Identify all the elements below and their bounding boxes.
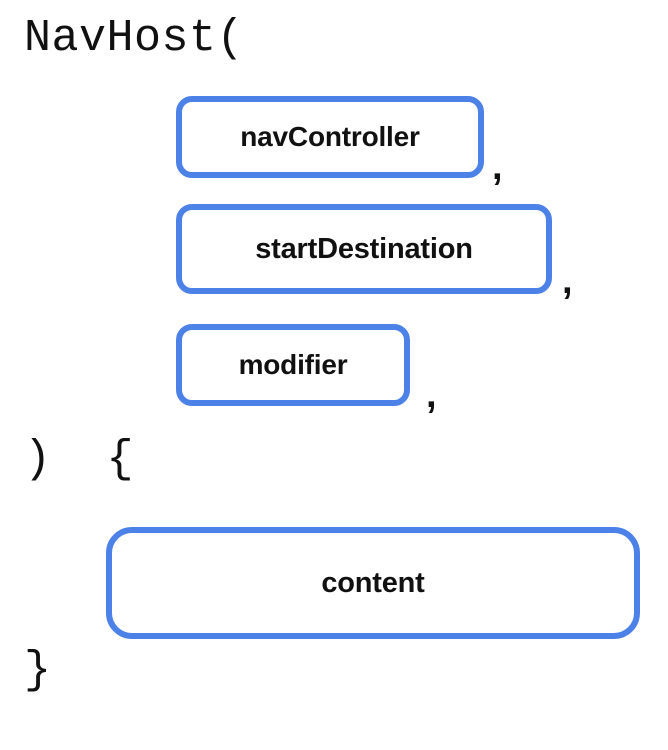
content-lambda-label: content [321,566,425,599]
parameter-separator-navcontroller: , [492,146,503,188]
navhost-close-brace-line: } [24,645,52,696]
content-lambda-box[interactable]: content [106,527,640,639]
parameter-pill-startdestination[interactable]: startDestination [176,204,552,294]
parameter-pill-navcontroller[interactable]: navController [176,96,484,178]
navhost-close-paren-open-brace-line: ) { [24,434,135,485]
parameter-row-navcontroller: navController , [176,96,503,186]
parameter-separator-modifier: , [426,374,437,416]
navhost-open-line: NavHost( [24,13,245,64]
parameter-row-startdestination: startDestination , [176,204,573,300]
parameter-pill-modifier[interactable]: modifier [176,324,410,406]
parameter-separator-startdestination: , [562,260,573,302]
parameter-row-modifier: modifier , [176,324,437,414]
